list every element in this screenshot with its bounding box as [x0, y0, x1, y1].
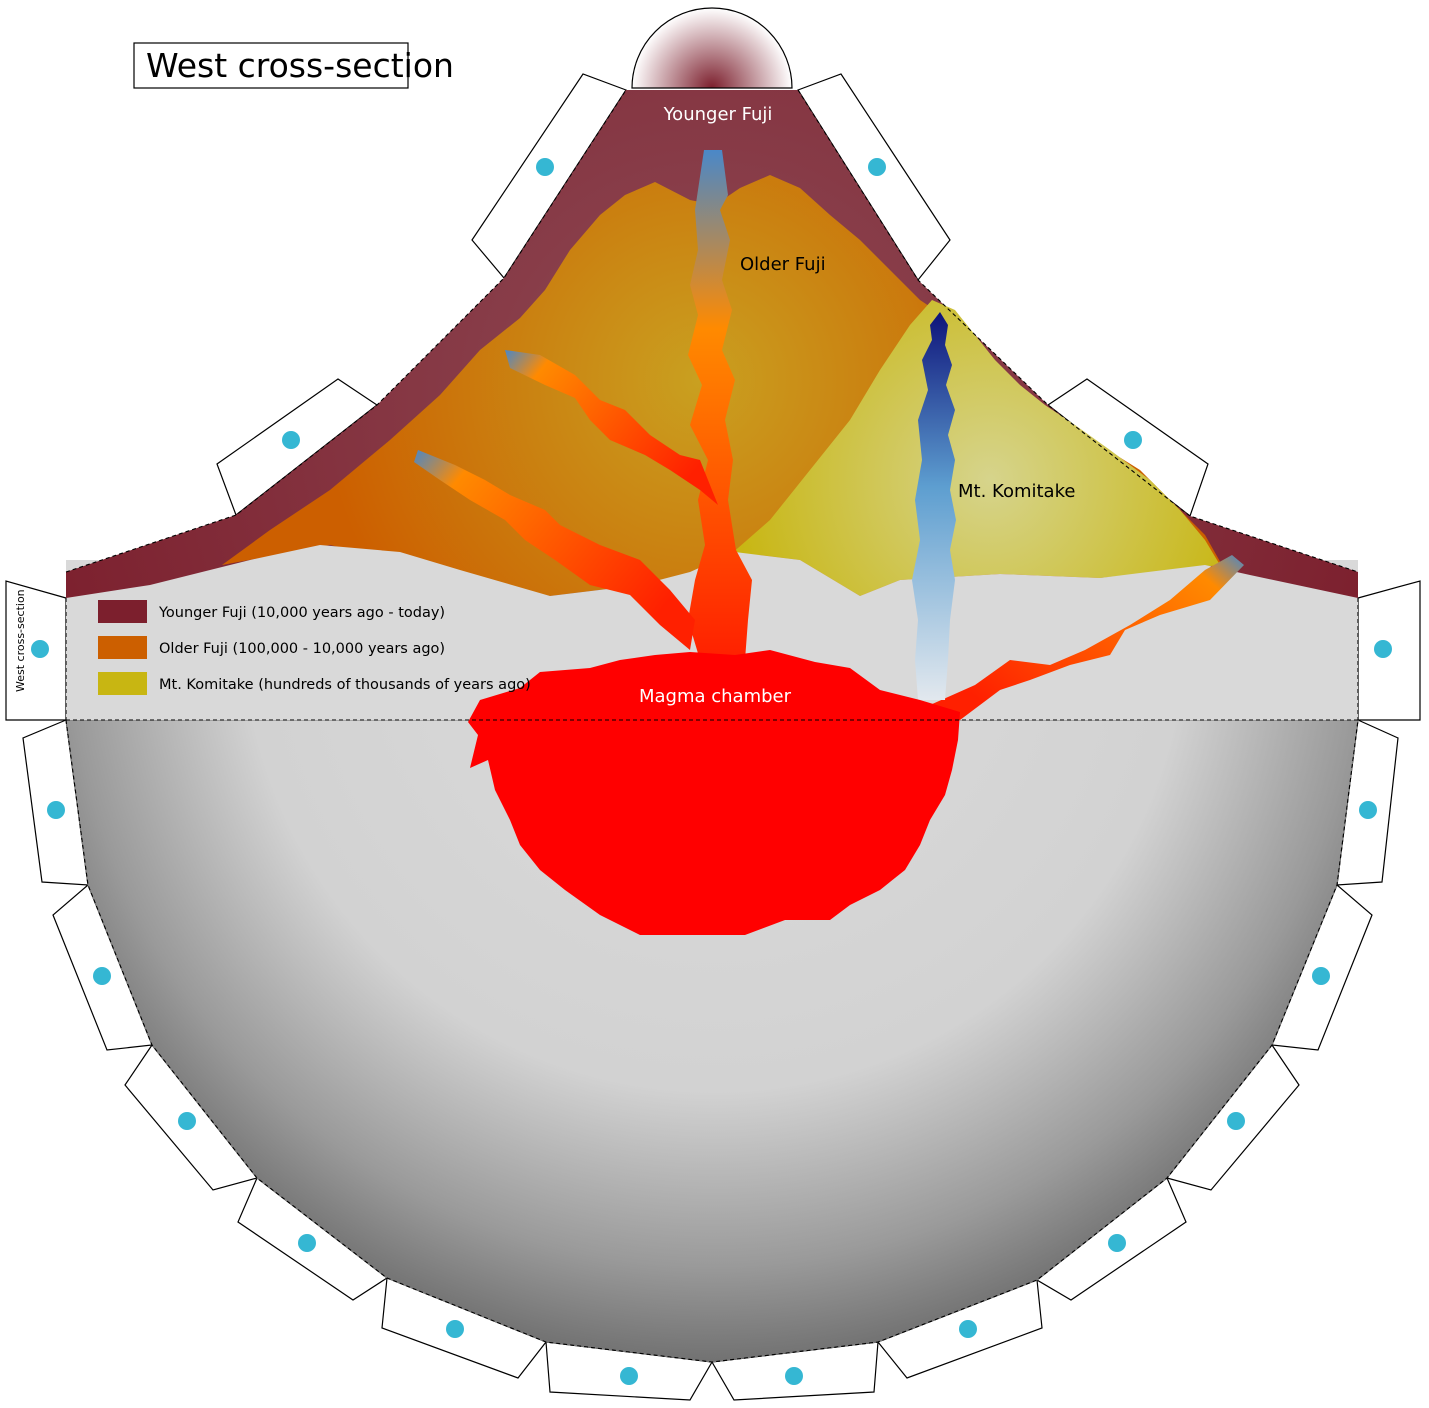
summit-dome [631, 7, 793, 89]
glue-tabs [5, 73, 1421, 1401]
label-mt-komitake: Mt. Komitake [958, 481, 1075, 502]
magma-chamber [468, 650, 960, 935]
glue-dot-icon [446, 1320, 464, 1338]
side-tab-label: West cross-section [14, 589, 27, 692]
glue-dot-icon [620, 1367, 638, 1385]
legend-swatch [98, 600, 147, 623]
glue-dot-icon [47, 801, 65, 819]
title-box: West cross-section [133, 42, 454, 89]
komitake-vent [912, 312, 956, 700]
glue-dot-icon [785, 1367, 803, 1385]
glue-dot-icon [536, 158, 554, 176]
glue-dot-icon [1374, 640, 1392, 658]
legend-label: Younger Fuji (10,000 years ago - today) [158, 605, 445, 621]
glue-dot-icon [1312, 967, 1330, 985]
glue-dot-icon [31, 640, 49, 658]
branch-vent-lower [414, 450, 695, 650]
label-magma-chamber: Magma chamber [639, 686, 792, 707]
glue-dot-icon [178, 1112, 196, 1130]
fold-line-slope-right [797, 89, 1359, 573]
fold-line-bowl [65, 719, 1359, 1363]
fold-line-slope-left [65, 89, 627, 573]
mt-komitake-layer [730, 300, 1220, 596]
legend-swatch [98, 672, 147, 695]
central-vent [688, 150, 752, 660]
glue-dot-icon [959, 1320, 977, 1338]
fold-lines [65, 89, 1359, 1363]
legend-swatch [98, 636, 147, 659]
legend: Younger Fuji (10,000 years ago - today) O… [98, 600, 531, 695]
magma-vents [414, 150, 1244, 720]
glue-tab [216, 378, 379, 516]
glue-dot-icon [282, 431, 300, 449]
legend-label: Older Fuji (100,000 - 10,000 years ago) [159, 641, 445, 657]
glue-dot-icon [1227, 1112, 1245, 1130]
glue-dot-icon [1359, 801, 1377, 819]
glue-dot-icon [93, 967, 111, 985]
glue-dot-icon [1108, 1234, 1126, 1252]
glue-dot-icon [298, 1234, 316, 1252]
branch-vent-right [925, 555, 1244, 720]
glue-dot-icon [868, 158, 886, 176]
label-younger-fuji: Younger Fuji [663, 104, 773, 125]
legend-label: Mt. Komitake (hundreds of thousands of y… [159, 677, 531, 693]
glue-dot-icon [1124, 431, 1142, 449]
label-older-fuji: Older Fuji [740, 254, 826, 275]
branch-vent-upper [505, 350, 718, 505]
title: West cross-section [146, 46, 454, 85]
